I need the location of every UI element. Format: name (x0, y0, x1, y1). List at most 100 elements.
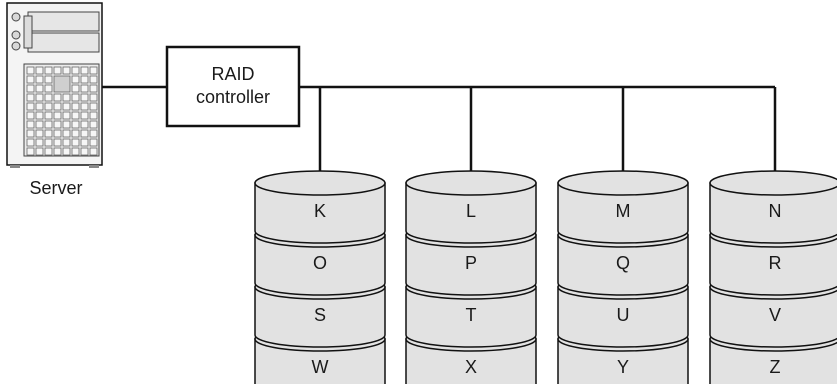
disk-body (709, 234, 837, 296)
disk-top (557, 170, 689, 196)
disk-label: Z (770, 357, 781, 377)
vent-cell (80, 75, 89, 84)
vent-cell (71, 147, 80, 156)
disk-label: L (466, 201, 476, 221)
server-icon (6, 2, 103, 168)
disk-label: T (466, 305, 477, 325)
vent-cell (71, 138, 80, 147)
vent-cell (62, 147, 71, 156)
disk: N (709, 170, 837, 244)
vent-cell (80, 111, 89, 120)
vent-cell (89, 111, 98, 120)
vent-cell (89, 129, 98, 138)
vent-cell (62, 129, 71, 138)
disk-label: S (314, 305, 326, 325)
vent-cell (89, 93, 98, 102)
disk-top (709, 170, 837, 196)
vent-cell (71, 129, 80, 138)
vent-cell (80, 66, 89, 75)
vent-cell (80, 120, 89, 129)
disk-label: W (312, 357, 329, 377)
vent-cell (26, 75, 35, 84)
vent-cell (26, 93, 35, 102)
vent-cell (44, 147, 53, 156)
vent-cell (62, 66, 71, 75)
disk-body (254, 338, 386, 384)
disk-body (709, 182, 837, 244)
vent-cell (35, 129, 44, 138)
vent-cell (35, 138, 44, 147)
vent-cell (89, 120, 98, 129)
disk-stack: Z V R N (709, 87, 837, 384)
server-foot (10, 165, 20, 168)
vent-cell (26, 147, 35, 156)
vent-cell (53, 66, 62, 75)
disk-label: Q (616, 253, 630, 273)
controller-label-line2: controller (196, 87, 270, 107)
vent-cell (71, 66, 80, 75)
vent-cell (35, 111, 44, 120)
vent-cell (71, 102, 80, 111)
vent-cell (53, 120, 62, 129)
disk-label: N (769, 201, 782, 221)
disk-label: Y (617, 357, 629, 377)
vent-cell (71, 120, 80, 129)
disk-body (557, 338, 689, 384)
vent-cell (80, 138, 89, 147)
disk-top (405, 170, 537, 196)
vent-cell (35, 147, 44, 156)
vent-cell (44, 66, 53, 75)
vent-cell (35, 66, 44, 75)
vent-cell (62, 102, 71, 111)
vent-cell (89, 66, 98, 75)
server-label: Server (29, 178, 82, 198)
vent-cell (53, 93, 62, 102)
vent-cell (35, 75, 44, 84)
vent-cell (62, 111, 71, 120)
vent-cell (35, 120, 44, 129)
vent-cell (89, 102, 98, 111)
disk-body (405, 286, 537, 348)
vent-cell (89, 138, 98, 147)
vent-cell (44, 75, 53, 84)
disk-body (254, 182, 386, 244)
vent-cell (80, 93, 89, 102)
vent-cell (89, 147, 98, 156)
disk-label: X (465, 357, 477, 377)
disk: L (405, 170, 537, 244)
disk-label: R (769, 253, 782, 273)
vent-cell (89, 84, 98, 93)
controller-label-line1: RAID (211, 64, 254, 84)
disk-body (557, 234, 689, 296)
vent-cell (53, 111, 62, 120)
drive-bay (27, 32, 100, 53)
vent-cell (26, 111, 35, 120)
vent-cell (44, 138, 53, 147)
disk-body (405, 182, 537, 244)
vent-cell (80, 84, 89, 93)
power-button (11, 12, 21, 22)
reset-button (11, 30, 21, 40)
disk-label: V (769, 305, 781, 325)
disk-body (557, 182, 689, 244)
disk: M (557, 170, 689, 244)
vent-cell (80, 102, 89, 111)
vent-cell (26, 129, 35, 138)
disk-label: O (313, 253, 327, 273)
disk-body (254, 286, 386, 348)
vent-cell (44, 84, 53, 93)
vent-cell (53, 147, 62, 156)
raid-controller-box (165, 45, 301, 128)
vent-cell (71, 84, 80, 93)
vent-cell (71, 111, 80, 120)
vent-cell (80, 129, 89, 138)
disk-body (405, 338, 537, 384)
vent-cell (71, 93, 80, 102)
drive-bay (27, 11, 100, 32)
disk: K (254, 170, 386, 244)
vent-cell (44, 93, 53, 102)
vent-cell (71, 75, 80, 84)
